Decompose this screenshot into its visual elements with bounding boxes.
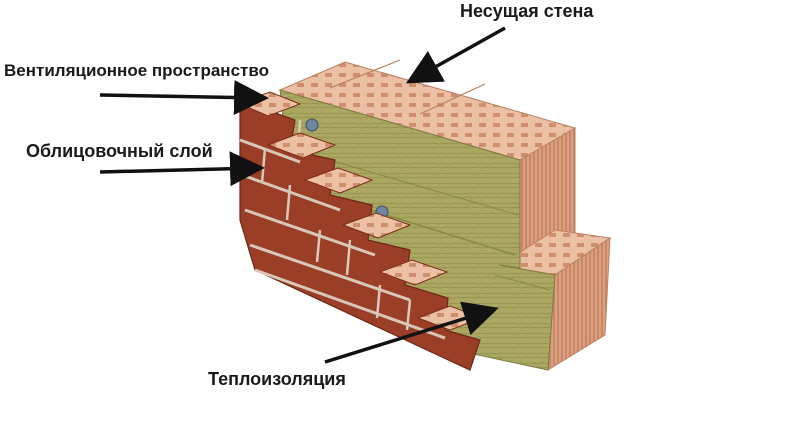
label-insulation: Теплоизоляция [208, 370, 346, 388]
label-bearing-wall: Несущая стена [460, 2, 593, 20]
label-ventilation-space: Вентиляционное пространство [4, 62, 269, 79]
arrow-icon [100, 168, 258, 172]
arrow-icon [412, 28, 505, 80]
arrow-icon [100, 95, 262, 98]
label-facing-layer: Облицовочный слой [26, 142, 213, 160]
